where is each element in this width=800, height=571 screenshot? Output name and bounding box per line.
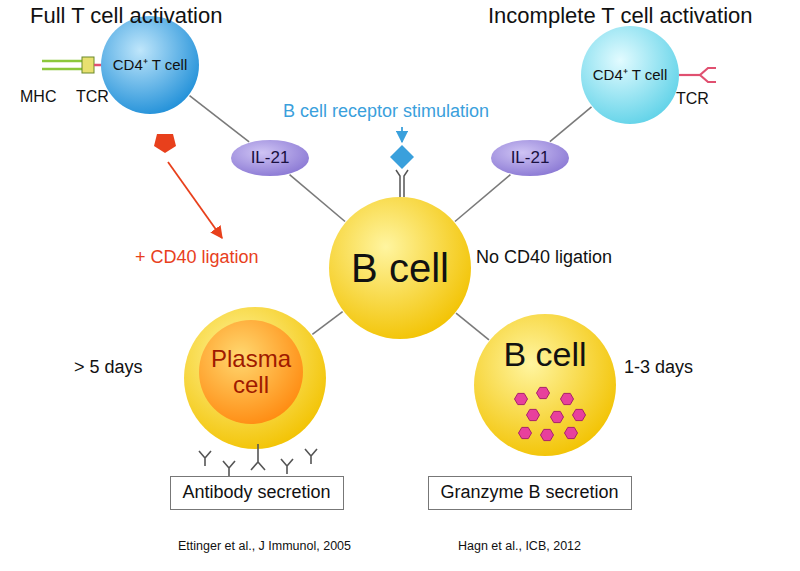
node-text: IL-21 bbox=[511, 149, 550, 168]
node-text: CD4⁺ T cell bbox=[113, 57, 187, 74]
stimulus-label: B cell receptor stimulation bbox=[283, 102, 489, 122]
result-box: Granzyme B secretion bbox=[428, 476, 632, 510]
connector-line bbox=[290, 175, 345, 222]
b-cell-circle: B cell bbox=[473, 313, 617, 457]
node-text: CD4⁺ T cell bbox=[593, 67, 667, 84]
bcr-symbol bbox=[396, 170, 408, 197]
time-label: 1-3 days bbox=[624, 358, 693, 378]
result-box: Antibody secretion bbox=[170, 476, 344, 510]
condition-label: + CD40 ligation bbox=[135, 248, 259, 268]
cd40-arrow bbox=[168, 162, 222, 238]
t-cell-circle: CD4⁺ T cell bbox=[100, 15, 200, 115]
panel-title: Full T cell activation bbox=[30, 4, 222, 28]
node-shape bbox=[473, 313, 617, 457]
tcr-symbol bbox=[679, 68, 716, 82]
node-text: Antibody secretion bbox=[183, 483, 331, 503]
cd40l-symbol bbox=[154, 134, 176, 153]
cytokine-ellipse: IL-21 bbox=[490, 139, 570, 177]
cytokine-ellipse: IL-21 bbox=[230, 139, 310, 177]
stimulation-arrow bbox=[401, 127, 403, 142]
mhc-tcr-symbol bbox=[42, 57, 106, 73]
panel-title: Incomplete T cell activation bbox=[488, 4, 753, 28]
t-cell-circle: CD4⁺ T cell bbox=[580, 25, 680, 125]
connector-line bbox=[550, 107, 592, 142]
node-text: B cell bbox=[503, 336, 586, 373]
connector-line bbox=[456, 313, 489, 340]
node-text: B cell bbox=[351, 246, 449, 290]
molecule-label: TCR bbox=[76, 88, 109, 106]
antigen-diamond bbox=[390, 145, 414, 169]
condition-label: No CD40 ligation bbox=[476, 248, 612, 268]
plasma-cell-circle: Plasma cell bbox=[183, 306, 327, 450]
time-label: > 5 days bbox=[74, 358, 143, 378]
connector-line bbox=[190, 96, 250, 142]
node-text: Granzyme B secretion bbox=[441, 483, 619, 503]
node-text: Plasma cell bbox=[203, 346, 299, 399]
molecule-label: TCR bbox=[676, 90, 709, 108]
node-text: IL-21 bbox=[251, 149, 290, 168]
connector-line bbox=[455, 175, 510, 222]
connector-line bbox=[312, 312, 342, 335]
b-cell-circle: B cell bbox=[328, 196, 472, 340]
citation: Hagn et al., ICB, 2012 bbox=[458, 540, 581, 554]
molecule-label: MHC bbox=[20, 88, 56, 106]
citation: Ettinger et al., J Immunol, 2005 bbox=[178, 540, 351, 554]
